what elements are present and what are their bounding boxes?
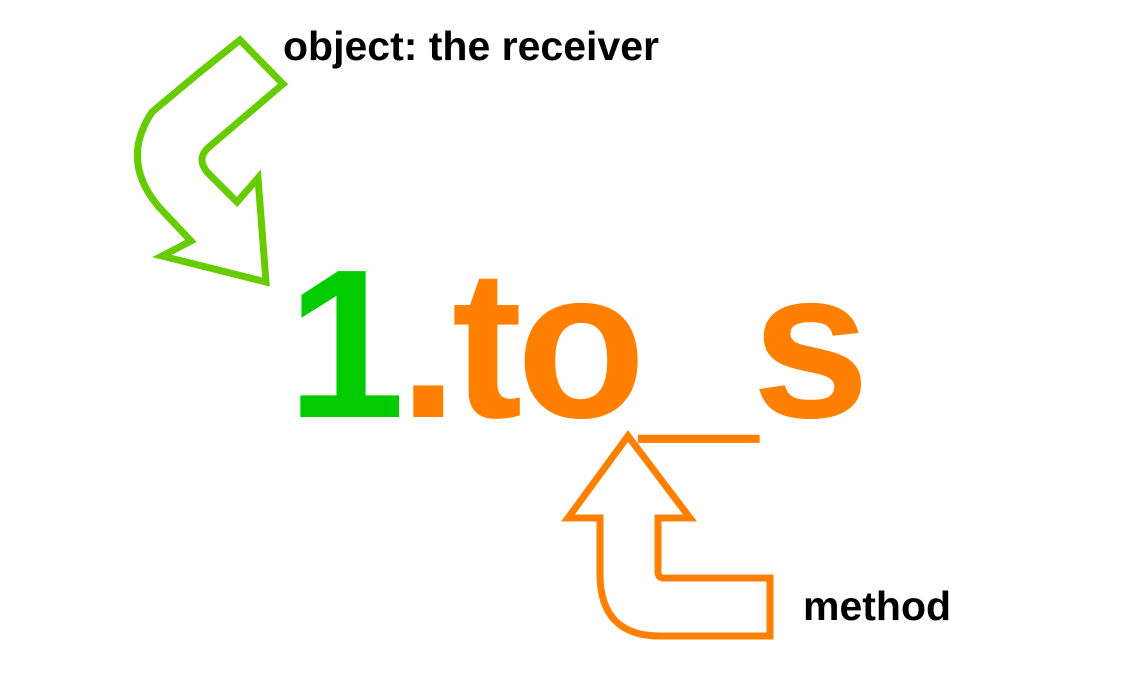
code-expression: 1.to_s xyxy=(287,238,870,450)
method-text: .to_s xyxy=(398,225,870,462)
method-arrow-icon xyxy=(561,430,774,640)
receiver-arrow-icon xyxy=(133,35,289,287)
receiver-label: object: the receiver xyxy=(283,23,659,69)
receiver-text: 1 xyxy=(287,225,405,462)
method-label: method xyxy=(803,583,952,629)
